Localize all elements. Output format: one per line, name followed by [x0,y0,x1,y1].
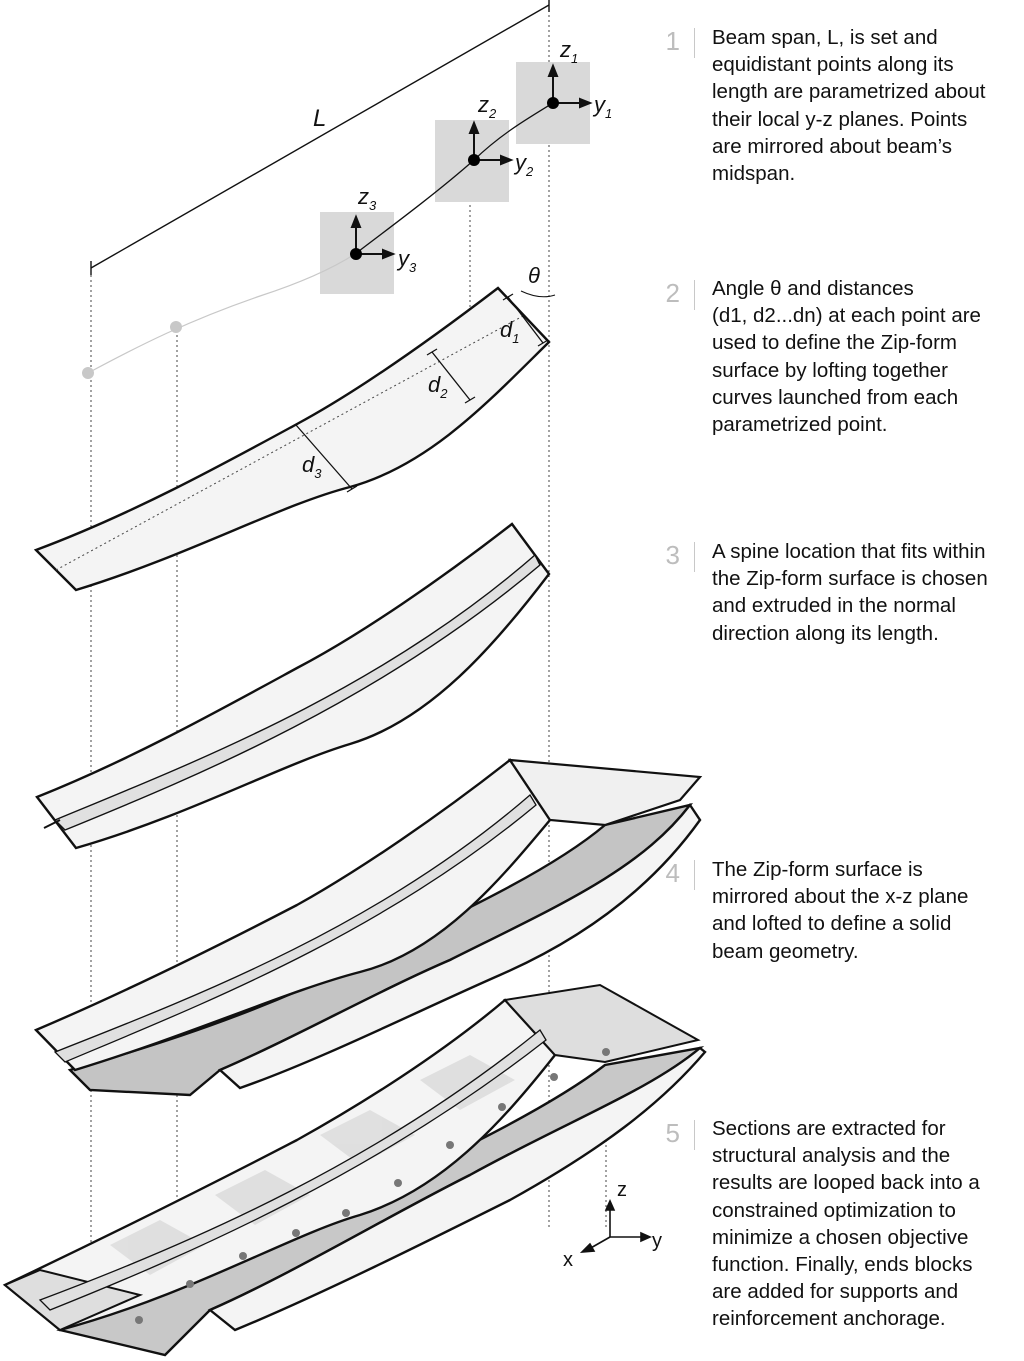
d2-dimension [431,351,471,401]
mirrored-axis-curve [87,253,356,374]
step-number: 2 [665,278,680,308]
theta-label: θ [528,263,540,288]
step-divider [694,280,695,310]
step-text: Angle θ and distances (d1, d2...dn) at e… [712,277,981,437]
step5-beam [2,983,707,1357]
step4-solid [33,758,703,1097]
z3-label: z3 [357,184,377,213]
axis-z-label: z [617,1179,627,1201]
step-text: Sections are extracted for structural an… [712,1117,980,1331]
section-bands [110,1055,515,1275]
param-point-3 [350,248,362,260]
solid-spine [53,794,537,1063]
span-label: L [313,105,326,132]
step-divider [694,28,695,58]
param-point-1 [547,97,559,109]
d3-dimension [295,424,353,490]
step1-planes [82,62,593,379]
step-text: Beam span, L, is set and equidistant poi… [712,26,986,186]
solid-end-cap [507,758,703,827]
d3-label: d3 [302,452,322,481]
step-divider [694,1120,695,1150]
solid-right-flange [217,802,702,1090]
y3-label: y3 [396,246,417,275]
z2-label: z2 [477,92,497,121]
spine-fin [53,553,541,831]
y1-label: y1 [592,92,612,121]
d2-label: d2 [428,372,448,401]
z1-label: z1 [559,37,578,66]
step3-spine-surface [35,522,551,850]
step-text: A spine location that fits within the Zi… [712,540,988,645]
step2-surface [33,286,556,592]
d1-dimension [507,296,544,344]
step-number: 3 [665,540,680,570]
y2-label: y2 [513,150,534,179]
mirrored-point [170,321,182,333]
end-block-right [503,983,701,1064]
step-number: 4 [665,858,680,888]
d1-label: d1 [500,317,519,346]
beam-right-flange [207,1046,707,1332]
step-divider [694,860,695,890]
section-points [135,1048,610,1324]
surface-center-guide [55,315,524,571]
step-text: The Zip-form surface is mirrored about t… [712,858,969,963]
zipform-surface [33,286,551,592]
mirrored-point [82,367,94,379]
spine-surface [35,522,551,850]
step-number: 5 [665,1118,680,1148]
global-axes [579,1199,652,1253]
step-divider [694,542,695,572]
axis-y-label: y [652,1230,662,1252]
axis-x-label: x [563,1249,573,1271]
param-point-2 [468,154,480,166]
span-dimension [90,0,550,275]
beam-spine [38,1029,547,1311]
step-number: 1 [665,26,680,56]
theta-arc [520,290,556,298]
